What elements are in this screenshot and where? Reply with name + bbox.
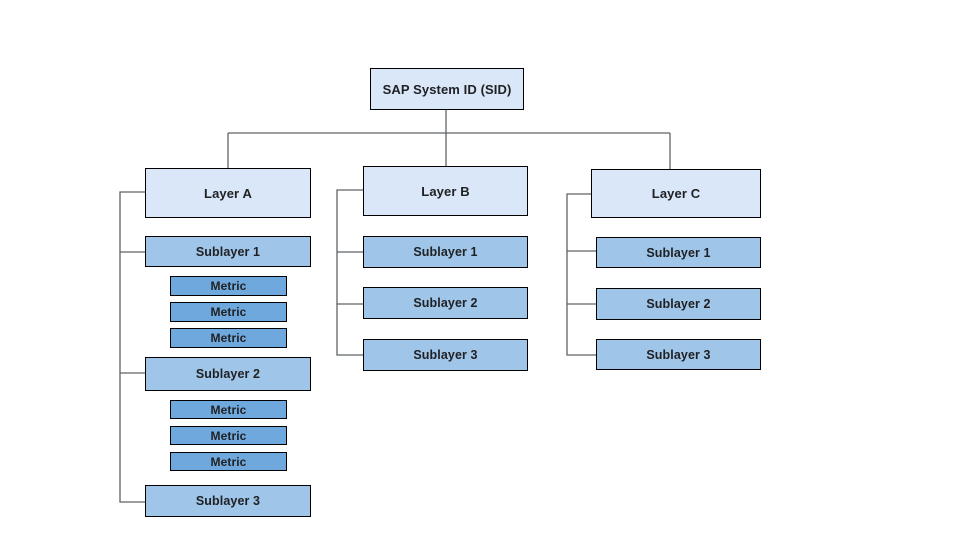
node-b-sublayer-3: Sublayer 3 — [363, 339, 528, 371]
node-layer-b: Layer B — [363, 166, 528, 216]
node-a-sublayer-3: Sublayer 3 — [145, 485, 311, 517]
node-root: SAP System ID (SID) — [370, 68, 524, 110]
node-layer-a: Layer A — [145, 168, 311, 218]
node-a-metric-4: Metric — [170, 400, 287, 419]
node-b-sublayer-2: Sublayer 2 — [363, 287, 528, 319]
connector-bracket-c — [566, 193, 596, 356]
node-a-metric-1: Metric — [170, 276, 287, 296]
node-a-metric-6: Metric — [170, 452, 287, 471]
node-layer-c: Layer C — [591, 169, 761, 218]
node-a-sublayer-1: Sublayer 1 — [145, 236, 311, 267]
connector-bracket-a — [119, 191, 145, 503]
node-a-metric-3: Metric — [170, 328, 287, 348]
node-c-sublayer-1: Sublayer 1 — [596, 237, 761, 268]
node-c-sublayer-3: Sublayer 3 — [596, 339, 761, 370]
node-a-metric-2: Metric — [170, 302, 287, 322]
node-b-sublayer-1: Sublayer 1 — [363, 236, 528, 268]
node-a-sublayer-2: Sublayer 2 — [145, 357, 311, 391]
node-c-sublayer-2: Sublayer 2 — [596, 288, 761, 320]
node-a-metric-5: Metric — [170, 426, 287, 445]
connector-bracket-b — [336, 189, 363, 356]
